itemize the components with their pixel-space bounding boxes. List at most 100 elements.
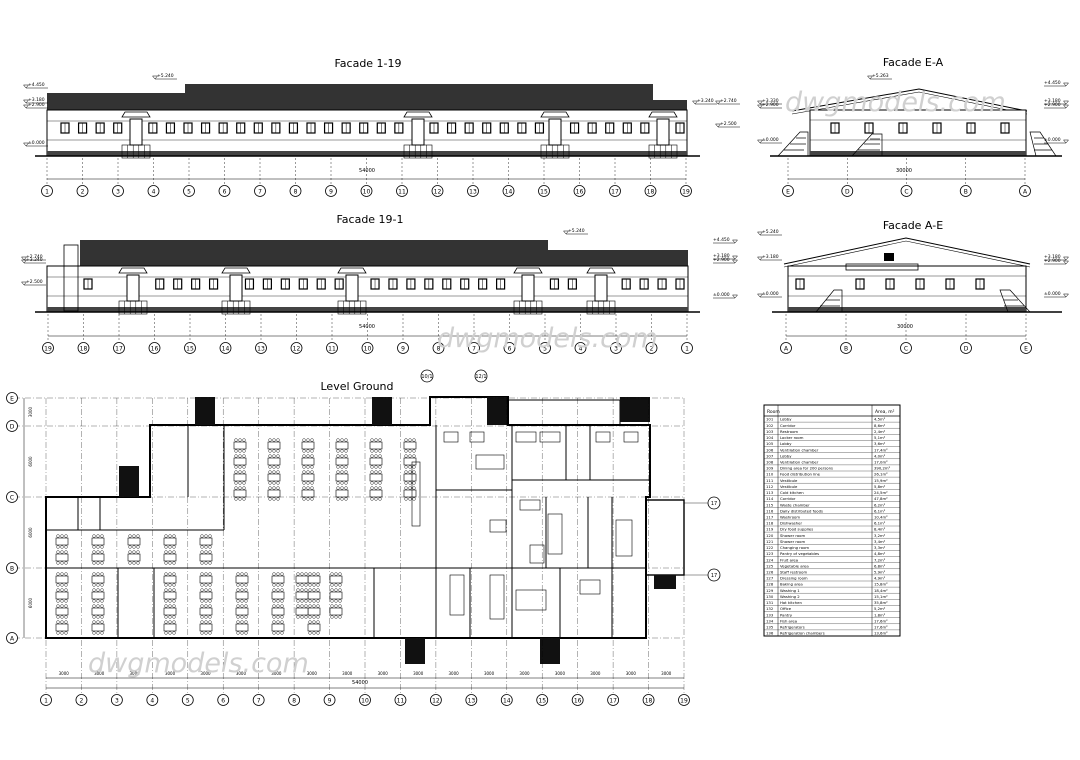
schedule-room-name: Vegetable area [780,563,809,568]
axis-bubble [678,694,690,706]
schedule-room-name: Waste chamber [780,502,810,507]
canopy [513,267,543,274]
chair [200,545,204,549]
chair [344,449,348,453]
axis-bubble [218,185,231,197]
chair [96,615,100,619]
schedule-room-area: 5,1m² [874,435,886,440]
dining-table [55,553,69,562]
axis-label: 2 [80,697,84,704]
level-value: +3.240 [26,257,43,263]
chair [304,615,308,619]
level-marker-icon [731,239,739,244]
axis-bubble [146,694,159,706]
entrance-door [229,274,243,302]
schedule-room-number: 130 [766,594,774,599]
dining-table [91,575,105,584]
span-dimension: 3000 [342,671,353,676]
dining-table [163,623,177,632]
chair [336,465,340,469]
chair [96,604,100,608]
chair [374,481,378,485]
dining-table [91,553,105,562]
chair [312,604,316,608]
axis-bubble [40,694,52,706]
chair [240,572,244,576]
dining-table [295,591,309,600]
axis-label: 9 [329,188,333,195]
dining-table [403,473,417,482]
level-marker-icon [1062,260,1070,265]
chair [276,486,280,490]
chair [280,604,284,608]
schedule-room-name: Baking area [780,582,803,587]
chair [310,470,314,474]
chair [56,550,60,554]
axis-bubble [254,185,266,197]
axis-bubble [644,185,657,197]
chair [164,631,168,635]
dining-table [91,537,105,546]
chair [316,604,320,608]
axis-label: 5 [186,697,190,704]
porch-steps [403,144,433,159]
chair [208,561,212,565]
axis-bubble [642,694,655,706]
schedule-room-name: Lobby [780,441,792,446]
dining-table [271,591,285,600]
chair [60,599,64,603]
chair [236,588,240,592]
chair [100,604,104,608]
schedule-room-name: Pantry [780,612,793,617]
level-marker-icon [756,104,764,109]
schedule-room-number: 125 [766,563,774,568]
schedule-room-area: 17,0m² [874,459,888,464]
axis-label: 16 [576,188,584,195]
chair [96,631,100,635]
axis-label: 14 [503,697,511,704]
schedule-room-name: Pantry of vegetables [780,551,819,556]
chair [272,438,276,442]
facade-e-a-title: Facade E-A [883,56,944,69]
chair [64,615,68,619]
chair [96,545,100,549]
chair [172,615,176,619]
axis-label: 19 [44,345,52,352]
dining-table [199,553,213,562]
dining-table [127,537,141,546]
chair [244,631,248,635]
chair [276,588,280,592]
chair [336,438,340,442]
chair [304,599,308,603]
level-value: +5.240 [157,73,174,79]
chair [334,572,338,576]
axis-bubble [113,342,125,354]
chair [272,599,276,603]
chair [302,497,306,501]
axis-bubble [539,342,551,354]
schedule-room-number: 108 [766,459,774,464]
axis-bubble [360,185,373,197]
canopy [118,267,148,274]
span-dimension: 6000 [28,527,33,538]
chair [330,572,334,576]
chair [56,561,60,565]
chair [312,599,316,603]
axis-label: 6 [223,188,227,195]
chair [336,449,340,453]
chair [238,438,242,442]
chair [208,583,212,587]
dining-table [91,607,105,616]
facade-1-19-windows [60,122,685,134]
axis-label: 18 [647,188,655,195]
level-value: +3.330 [762,98,779,104]
chair [172,572,176,576]
watermark: dwgmodels.com [437,323,658,354]
axis-bubble [396,185,408,197]
axis-label: 9 [328,697,332,704]
chair [240,631,244,635]
chair [408,481,412,485]
chair [316,583,320,587]
span-dimension: 3000 [378,671,389,676]
